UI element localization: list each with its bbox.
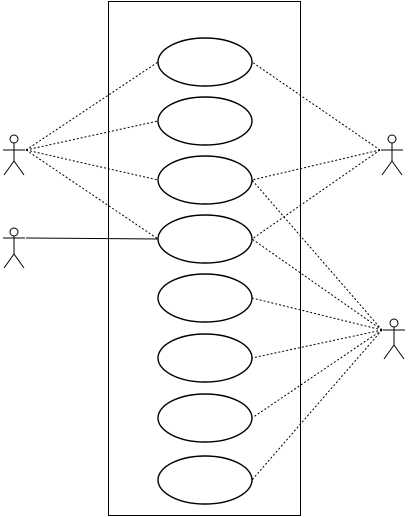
actor-left-leg (3, 160, 15, 176)
actor-stick-figure (3, 134, 25, 176)
association-line (25, 120, 159, 151)
use-case-ellipse (157, 273, 253, 323)
use-case-ellipse (157, 155, 253, 205)
actor-stick-figure (381, 134, 403, 176)
association-line (25, 149, 159, 240)
use-case-ellipse (157, 214, 253, 264)
actor-head (387, 134, 397, 144)
association-line (251, 179, 383, 331)
association-line (251, 329, 383, 419)
association-line (25, 237, 159, 240)
actor-stick-figure (3, 227, 25, 269)
actor-head (9, 227, 19, 237)
actor-head (9, 134, 19, 144)
use-case-ellipse (157, 393, 253, 443)
actor-left-leg (3, 253, 15, 269)
actor-head (389, 318, 399, 328)
associations (25, 61, 383, 481)
system-boundary (108, 1, 301, 516)
association-line (251, 329, 383, 359)
use-case-ellipse (157, 455, 253, 505)
use-case-ellipse (157, 333, 253, 383)
actor-right-leg (13, 160, 25, 176)
actor-left-leg (381, 160, 393, 176)
association-line (251, 61, 381, 151)
association-line (251, 149, 381, 240)
association-line (25, 61, 159, 151)
association-line (251, 149, 381, 181)
actor-stick-figure (383, 318, 405, 360)
use-case-ellipse (157, 96, 253, 146)
association-line (251, 297, 383, 331)
association-line (251, 238, 383, 331)
actors (3, 134, 405, 360)
association-line (25, 149, 159, 181)
actor-right-leg (393, 344, 405, 360)
association-line (251, 329, 383, 481)
actor-right-leg (391, 160, 403, 176)
actor-left-leg (383, 344, 395, 360)
actor-right-leg (13, 253, 25, 269)
use-case-ellipse (157, 37, 253, 87)
use-cases (157, 37, 253, 505)
